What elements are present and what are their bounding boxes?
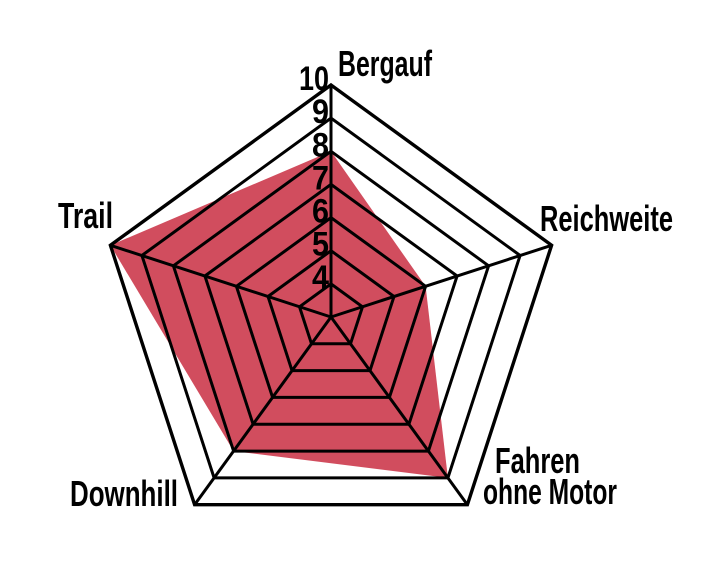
grid-ring-9: [140, 116, 522, 480]
grid-ring-4: [297, 282, 365, 346]
tick-label-5: 5: [312, 226, 329, 264]
axis-label-trail: Trail: [58, 195, 113, 236]
grid-ring-7: [203, 182, 459, 426]
axis-label-fahren-ohne-motor-line-1: Fahren: [495, 440, 580, 481]
axis-spoke-downhill: [193, 316, 333, 506]
tick-label-10: 10: [299, 60, 329, 98]
grid-ring-6: [234, 215, 428, 399]
grid-ring-8: [171, 149, 491, 453]
axis-label-bergauf: Bergauf: [338, 43, 433, 84]
grid-ring-5: [266, 248, 396, 373]
tick-label-8: 8: [312, 126, 329, 164]
axis-spoke-fahren-ohne-motor: [329, 316, 469, 506]
tick-label-7: 7: [312, 159, 329, 197]
axis-spoke-reichweite: [330, 243, 553, 319]
axis-label-reichweite: Reichweite: [540, 198, 673, 239]
axis-label-fahren-ohne-motor-line-2: ohne Motor: [483, 471, 617, 512]
tick-label-9: 9: [312, 93, 329, 131]
axis-label-downhill: Downhill: [70, 473, 178, 514]
axis-spoke-trail: [109, 243, 332, 319]
grid-ring-10: [108, 82, 554, 507]
tick-label-4: 4: [312, 259, 329, 297]
tick-label-6: 6: [312, 193, 329, 231]
